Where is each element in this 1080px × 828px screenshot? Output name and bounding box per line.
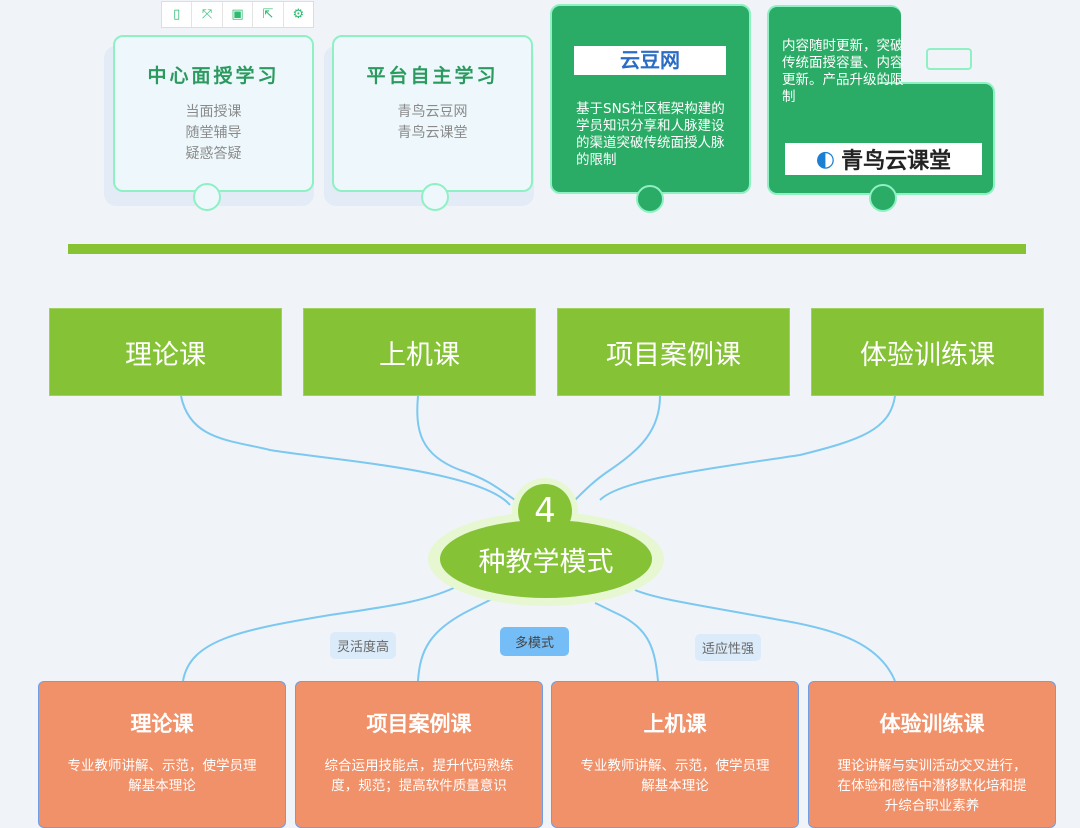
toolbar: ▯ ⤧ ▣ ⇱ ⚙ [161,1,314,28]
fit-screen-icon[interactable]: ⤧ [192,2,223,27]
card-title: 平台自主学习 [366,65,499,87]
connector-line [599,395,896,501]
card-lines: 青鸟云豆网 青鸟云课堂 [334,102,531,144]
connector-dot [869,184,897,212]
card-platform-learning: 平台自主学习 青鸟云豆网 青鸟云课堂 [332,35,533,192]
share-icon[interactable]: ⇱ [253,2,284,27]
yundou-logo: 云豆网 [574,46,726,75]
connector-dot [193,183,221,211]
ketang-logo-text: 青鸟云课堂 [841,149,952,174]
tag-flexibility: 灵活度高 [330,632,397,659]
detail-box-project: 项目案例课 综合运用技能点，提升代码熟练度，规范；提高软件质量意识 [295,681,543,828]
detail-desc: 理论讲解与实训活动交叉进行，在体验和感悟中潜移默化培和提升综合职业素养 [837,758,1027,814]
settings-icon[interactable]: ⚙ [292,7,305,22]
detail-title: 上机课 [643,712,707,736]
card-lines: 当面授课 随堂辅导 疑惑答疑 [115,102,312,165]
detail-desc: 专业教师讲解、示范，使学员理解基本理论 [580,758,770,794]
connector-line [594,602,659,682]
course-box-theory[interactable]: 理论课 [49,308,282,396]
monitor-icon [926,48,972,70]
connector-line [416,395,516,501]
detail-box-training: 体验训练课 理论讲解与实训活动交叉进行，在体验和感悟中潜移默化培和提升综合职业素… [808,681,1056,828]
detail-box-theory: 理论课 专业教师讲解、示范，使学员理解基本理论 [38,681,286,828]
center-label: 种教学模式 [478,547,614,578]
course-box-training[interactable]: 体验训练课 [811,308,1044,396]
card-center-learning: 中心面授学习 当面授课 随堂辅导 疑惑答疑 [113,35,314,192]
detail-title: 体验训练课 [879,712,985,736]
course-box-project[interactable]: 项目案例课 [557,308,790,396]
card-title: 中心面授学习 [147,65,280,87]
card-text: 基于SNS社区框架构建的学员知识分享和人脉建设的渠道突破传统面授人脉的限制 [576,101,725,168]
detail-title: 理论课 [130,712,194,736]
card-line: 青鸟云课堂 [397,125,468,141]
tag-multimode: 多模式 [500,627,570,656]
connector-line [182,584,461,682]
card-line: 随堂辅导 [185,125,242,141]
detail-desc: 专业教师讲解、示范，使学员理解基本理论 [67,758,257,794]
card-text: 内容随时更新，突破传统面授容量、内容更新。产品升级的限制 [782,38,904,105]
card-ketang-ext [880,82,995,195]
card-line: 当面授课 [185,104,242,120]
connector-line [574,395,661,501]
card-yundou: 云豆网 基于SNS社区框架构建的学员知识分享和人脉建设的渠道突破传统面授人脉的限… [550,4,751,194]
detail-box-lab: 上机课 专业教师讲解、示范，使学员理解基本理论 [551,681,799,828]
connector-line [180,395,511,506]
detail-desc: 综合运用技能点，提升代码熟练度，规范；提高软件质量意识 [324,758,514,794]
tag-adaptability: 适应性强 [695,634,762,661]
detail-title: 项目案例课 [366,712,472,736]
connector-dot [636,185,664,213]
save-icon[interactable]: ▣ [223,2,254,27]
card-line: 疑惑答疑 [185,146,242,162]
center-number: 4 [518,484,572,538]
divider-bar [68,244,1026,254]
connector-dot [421,183,449,211]
course-box-lab[interactable]: 上机课 [303,308,536,396]
tablet-icon[interactable]: ▯ [162,2,193,27]
connector-line [417,589,511,682]
card-line: 青鸟云豆网 [397,104,468,120]
ketang-logo: ◐青鸟云课堂 [785,143,982,175]
connector-line [634,589,896,682]
